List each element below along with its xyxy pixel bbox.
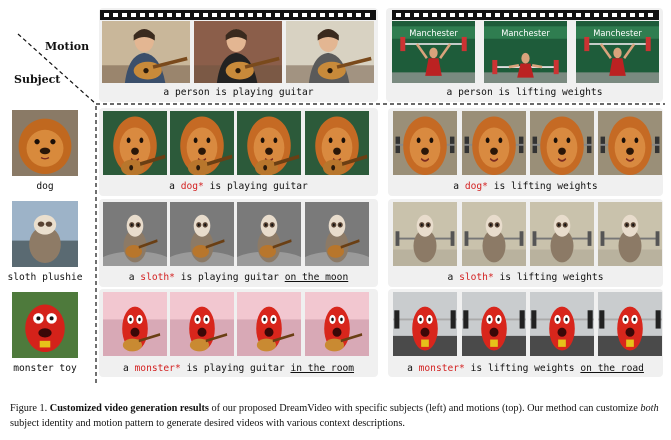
generated-frame-weights [462, 111, 526, 175]
caption-text-1: of our proposed DreamVideo with specific… [208, 403, 641, 414]
guitar-reference-frame [194, 21, 282, 83]
guitar-motion-caption: a person is playing guitar [163, 87, 314, 98]
generated-frame-guitar [305, 292, 369, 356]
motion-axis-label: Motion [45, 40, 90, 53]
subject-photo [12, 201, 78, 267]
caption-post: is playing guitar [180, 363, 291, 374]
caption-subject: sloth* [459, 272, 494, 283]
guitar-prompt-caption: a sloth* is playing guitar on the moon [99, 272, 378, 283]
caption-subject: dog* [464, 181, 488, 192]
generated-frame-guitar [170, 202, 234, 266]
guitar-reference-frame [286, 21, 374, 83]
caption-pre: a [453, 181, 465, 192]
caption-text-2: subject identity and motion pattern to g… [10, 417, 405, 429]
generated-frame-guitar [170, 111, 234, 175]
caption-pre: a [128, 272, 141, 283]
divider-lines [95, 103, 665, 383]
generated-frame-weights [530, 111, 594, 175]
generated-frame-guitar [237, 111, 301, 175]
caption-post: is lifting weights [464, 363, 581, 374]
caption-post: is playing guitar [174, 272, 285, 283]
weights-reference-frame: Manchester [576, 21, 659, 83]
subject-photo [12, 292, 78, 358]
caption-post: is lifting weights [487, 181, 598, 192]
caption-pre: a [407, 363, 419, 374]
svg-text:Manchester: Manchester [501, 29, 550, 39]
generated-frame-guitar [103, 292, 167, 356]
weights-prompt-caption: a sloth* is lifting weights [388, 272, 663, 283]
generated-frame-weights [598, 111, 662, 175]
caption-post: is playing guitar [203, 181, 308, 192]
generated-frame-weights [598, 202, 662, 266]
generated-frame-guitar [103, 111, 167, 175]
subject-name: dog [36, 181, 54, 192]
caption-context: on the road [580, 363, 644, 374]
generated-frame-guitar [305, 111, 369, 175]
guitar-reference-frame [102, 21, 190, 83]
guitar-prompt-caption: a dog* is playing guitar [99, 181, 378, 192]
generated-frame-weights [393, 111, 457, 175]
subject-name: sloth plushie [7, 272, 83, 283]
film-strip-guitar [100, 10, 376, 20]
generated-frame-weights [462, 292, 526, 356]
generated-frame-weights [530, 202, 594, 266]
generated-frame-weights [598, 292, 662, 356]
generated-frame-weights [393, 292, 457, 356]
caption-subject: monster* [418, 363, 465, 374]
caption-context: on the moon [284, 272, 349, 283]
subject-axis-label: Subject [14, 73, 61, 86]
caption-pre: a [447, 272, 460, 283]
caption-post: is lifting weights [493, 272, 604, 283]
caption-pre: a [122, 363, 135, 374]
weights-motion-caption: a person is lifting weights [446, 87, 603, 98]
weights-prompt-caption: a dog* is lifting weights [388, 181, 663, 192]
caption-emphasis: both [640, 403, 659, 414]
generated-frame-guitar [237, 292, 301, 356]
film-strip-weights [392, 10, 659, 20]
subject-name: monster toy [13, 363, 77, 374]
caption-subject: sloth* [140, 272, 175, 283]
generated-frame-guitar [305, 202, 369, 266]
caption-subject: dog* [180, 181, 204, 192]
svg-text:Manchester: Manchester [409, 29, 458, 39]
corner-diagonal [17, 33, 97, 105]
subject-photo [12, 110, 78, 176]
caption-subject: monster* [134, 363, 181, 374]
weights-prompt-caption: a monster* is lifting weights on the roa… [388, 363, 663, 374]
generated-frame-weights [530, 292, 594, 356]
caption-pre: a [169, 181, 181, 192]
svg-text:Manchester: Manchester [593, 29, 642, 39]
caption-title: Customized video generation results [49, 403, 209, 414]
caption-context: in the room [290, 363, 355, 374]
generated-frame-guitar [170, 292, 234, 356]
generated-frame-guitar [237, 202, 301, 266]
generated-frame-guitar [103, 202, 167, 266]
guitar-prompt-caption: a monster* is playing guitar in the room [99, 363, 378, 374]
weights-reference-frame: Manchester [392, 21, 475, 83]
generated-frame-weights [393, 202, 457, 266]
weights-reference-frame: Manchester [484, 21, 567, 83]
caption-label: Figure 1. [10, 403, 48, 414]
figure-caption: Figure 1. Customized video generation re… [10, 402, 662, 431]
generated-frame-weights [462, 202, 526, 266]
